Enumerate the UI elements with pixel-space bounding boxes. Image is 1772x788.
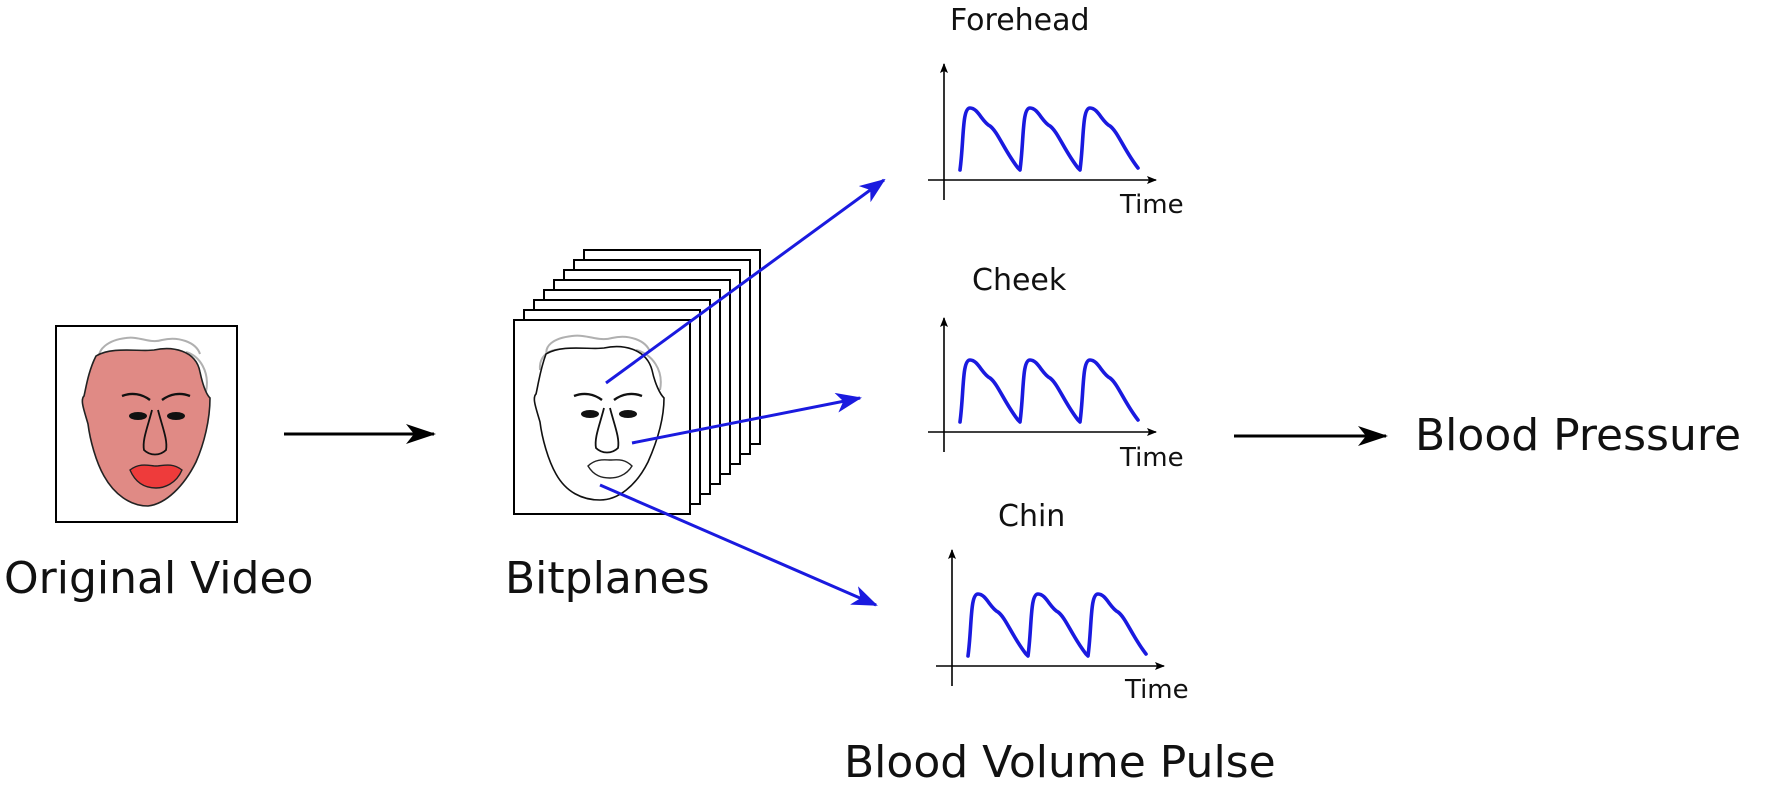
pulse-waveform-forehead [958,106,1140,172]
arrow-forehead-region [605,178,886,385]
arrow-chin-region [599,483,878,607]
time-label-chin: Time [1125,675,1189,705]
time-label-forehead: Time [1120,190,1184,220]
blood-pressure-label: Blood Pressure [1415,410,1742,461]
region-label-cheek: Cheek [972,263,1067,298]
pulse-waveform-cheek [958,358,1140,424]
original-video-label: Original Video [4,553,314,604]
blood-volume-pulse-label: Blood Volume Pulse [844,737,1276,788]
face-outline-icon [533,334,665,501]
pulse-plots [928,63,1165,686]
face-color-icon [81,336,211,507]
original-video-frame [55,325,238,523]
region-label-forehead: Forehead [950,3,1090,38]
region-label-chin: Chin [998,499,1066,534]
pulse-waveform-chin [966,592,1148,658]
arrow-cheek-region [631,392,862,445]
time-label-cheek: Time [1120,443,1184,473]
bitplanes-label: Bitplanes [505,553,710,604]
